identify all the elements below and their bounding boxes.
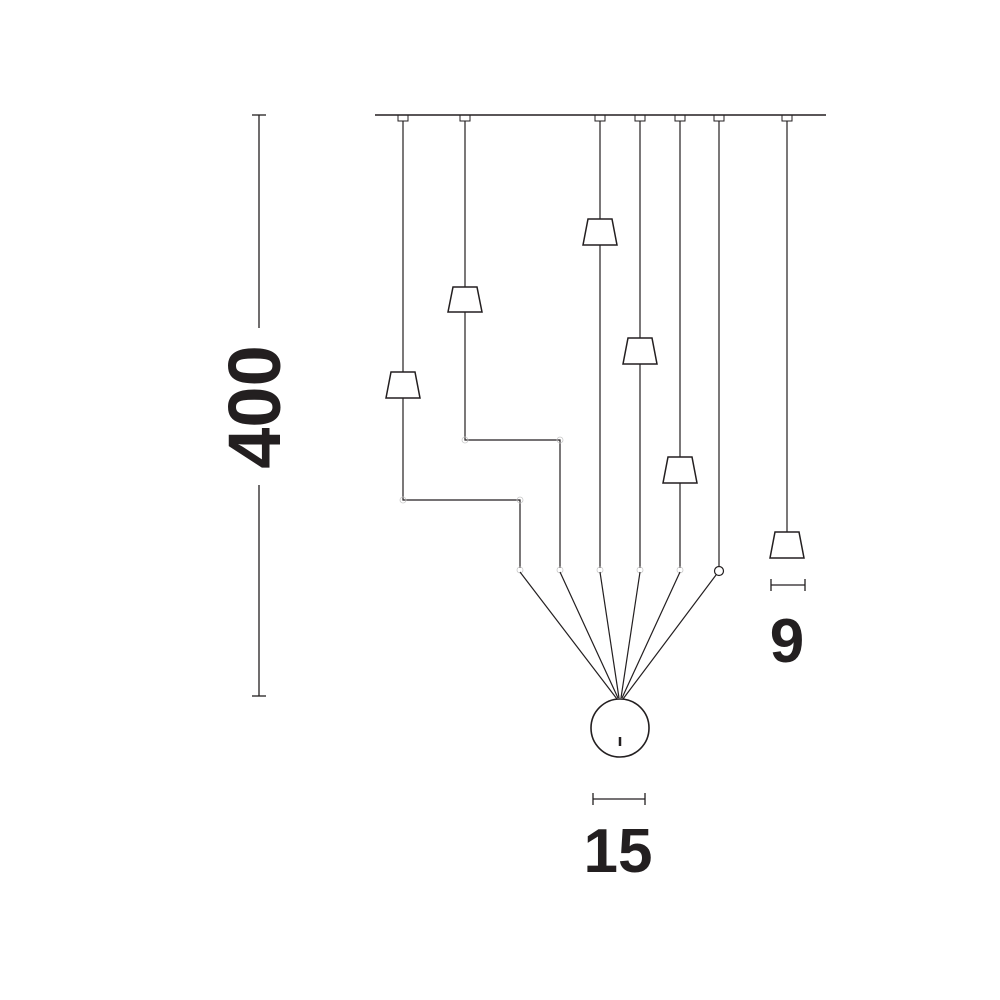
ball-counterweight — [590, 698, 650, 758]
ceiling-mount — [397, 114, 409, 122]
cable — [402, 121, 521, 568]
lamp-shade — [662, 456, 698, 484]
ball-diameter-dimension — [592, 793, 646, 805]
suspension-cables — [402, 121, 788, 568]
lamp-shade — [447, 286, 483, 313]
bend-beads — [399, 436, 564, 504]
lamp-shade — [622, 337, 658, 365]
fan-cable — [620, 571, 641, 699]
end-bead — [713, 565, 725, 577]
fan-cable — [559, 571, 619, 699]
fan-cable — [621, 571, 681, 699]
shade-width-label: 9 — [769, 607, 805, 676]
height-dimension — [252, 114, 266, 697]
bend-bead — [399, 496, 407, 504]
ceiling-mount — [594, 114, 606, 122]
height-dimension-label: 400 — [213, 345, 296, 469]
ball-diameter-label: 15 — [583, 817, 653, 886]
bend-bead — [516, 496, 524, 504]
fan-cables — [519, 571, 717, 700]
ceiling-mount — [781, 114, 793, 122]
bend-bead — [461, 436, 469, 444]
ceiling-mount — [674, 114, 686, 122]
cable — [464, 121, 561, 568]
ceiling-mount — [459, 114, 471, 122]
shade-width-dimension — [770, 579, 806, 591]
ceiling-mount — [634, 114, 646, 122]
bend-bead — [556, 436, 564, 444]
end-bead — [516, 566, 524, 574]
shades — [385, 218, 805, 559]
fan-cable — [622, 574, 717, 700]
lamp-shade — [769, 531, 805, 559]
fan-cable — [599, 571, 620, 699]
fan-cable — [519, 571, 618, 700]
ceiling-mount — [713, 114, 725, 122]
lamp-shade — [385, 371, 421, 399]
ceiling-mounts — [397, 114, 793, 122]
lamp-shade — [582, 218, 618, 246]
